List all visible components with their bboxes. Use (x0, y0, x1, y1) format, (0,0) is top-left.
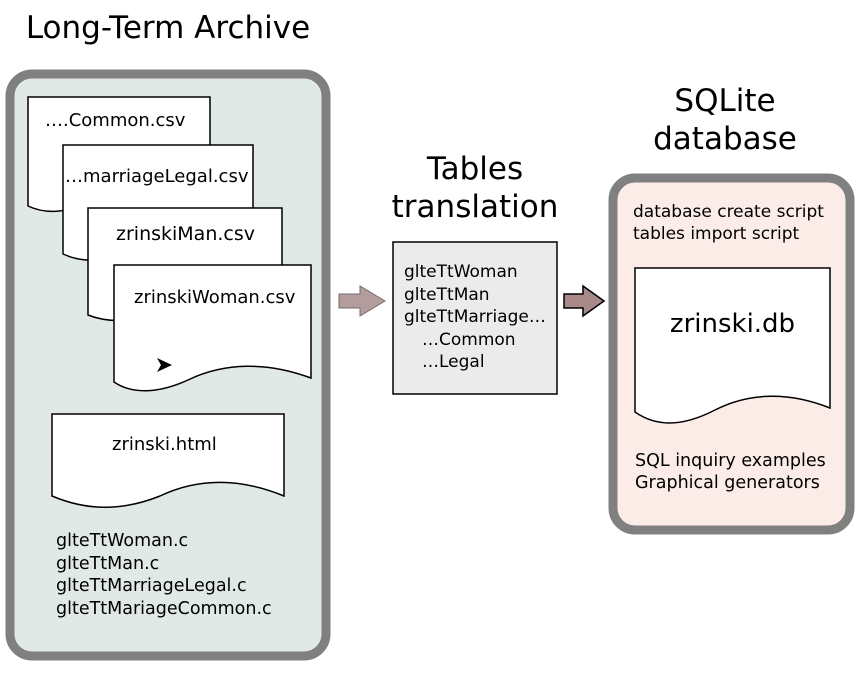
translation-title-line1: Tables (426, 151, 524, 187)
database-extras: SQL inquiry examples Graphical generator… (635, 450, 826, 494)
html-doc (51, 413, 285, 508)
sql-examples[interactable]: SQL inquiry examples (635, 451, 826, 471)
archive-title: Long-Term Archive (25, 10, 311, 46)
csv-file-woman[interactable]: zrinskiWoman.csv (134, 287, 296, 308)
c-file-woman[interactable]: glteTtWoman.c (56, 531, 189, 551)
translation-title: Tables translation (365, 150, 585, 226)
translation-item-common: …Common (422, 329, 516, 350)
csv-file-man[interactable]: zrinskiMan.csv (116, 223, 255, 245)
database-title: SQLite database (620, 82, 830, 158)
translation-item-man: glteTtMan (404, 284, 490, 305)
db-doc (634, 267, 831, 424)
csv-doc-woman (113, 264, 312, 392)
csv-file-common[interactable]: ….Common.csv (45, 110, 186, 131)
right-arrow-icon (563, 284, 606, 318)
database-title-line1: SQLite (674, 83, 776, 119)
graphical-generators[interactable]: Graphical generators (635, 473, 820, 493)
mouse-pointer-icon (157, 358, 172, 372)
c-file-mariage-common[interactable]: glteTtMariageCommon.c (56, 598, 272, 619)
create-script[interactable]: database create script (633, 202, 824, 222)
html-file[interactable]: zrinski.html (112, 434, 217, 455)
database-title-line2: database (653, 121, 797, 157)
translation-items: glteTtWoman glteTtMan glteTtMarriage… …C… (404, 261, 546, 374)
translation-item-woman: glteTtWoman (404, 262, 518, 282)
c-file-man[interactable]: glteTtMan.c (56, 553, 160, 574)
translation-item-legal: …Legal (422, 352, 485, 372)
c-file-marriage-legal[interactable]: glteTtMarriageLegal.c (56, 576, 247, 596)
translation-item-marriage: glteTtMarriage… (404, 307, 546, 327)
import-script[interactable]: tables import script (633, 224, 800, 244)
translation-title-line2: translation (391, 189, 559, 225)
right-arrow-icon (338, 285, 386, 317)
translation-box (392, 241, 558, 395)
db-file[interactable]: zrinski.db (669, 309, 796, 339)
csv-file-marriage-legal[interactable]: …marriageLegal.csv (65, 166, 249, 187)
c-files-list: glteTtWoman.c glteTtMan.c glteTtMarriage… (56, 530, 272, 620)
database-scripts: database create script tables import scr… (633, 201, 824, 245)
